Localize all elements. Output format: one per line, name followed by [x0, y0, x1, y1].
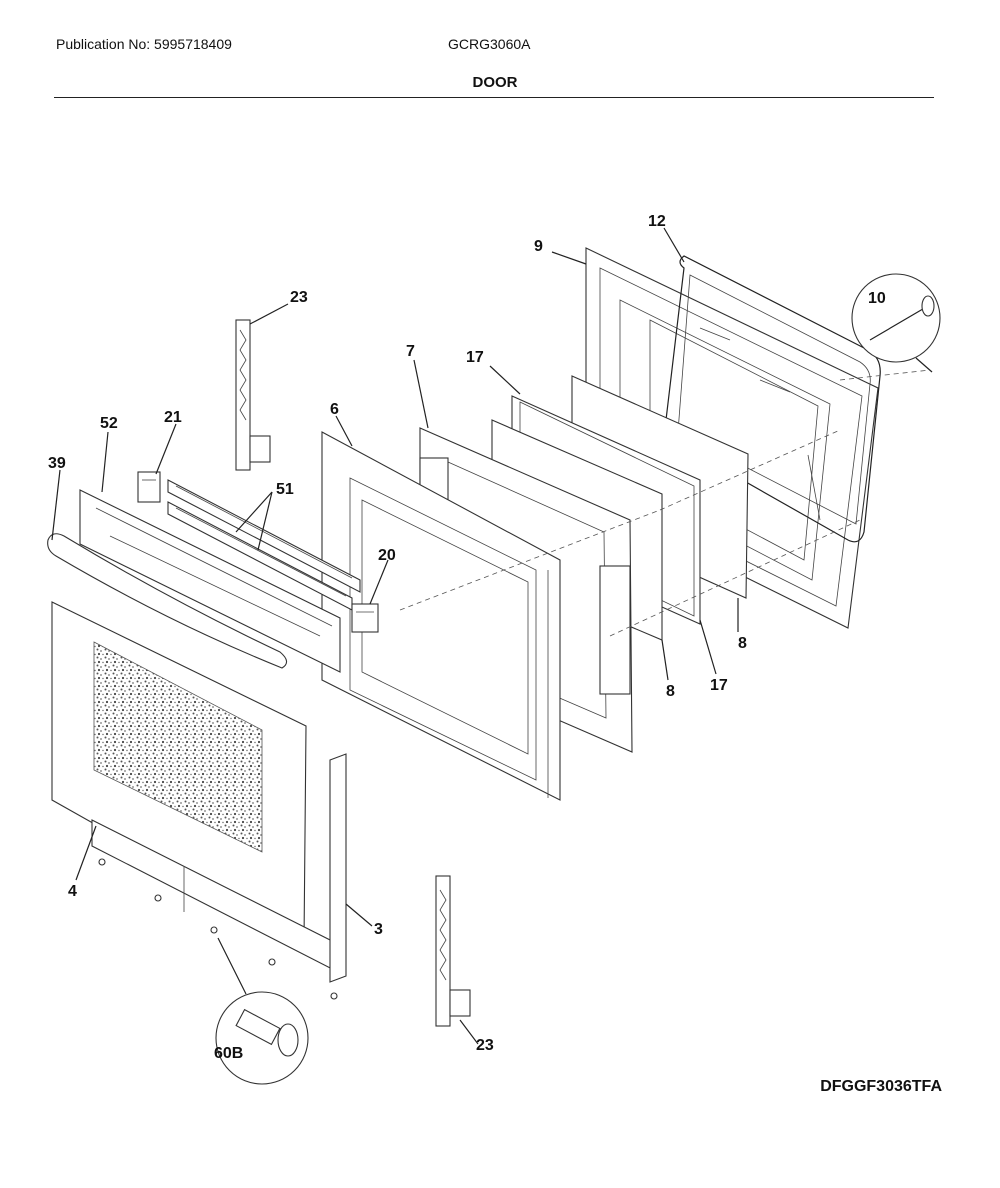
part-60b-inset [215, 937, 309, 1085]
callouts: 12 9 10 23 7 17 6 52 21 39 51 20 8 8 17 … [48, 213, 886, 1062]
callout-3: 3 [374, 921, 383, 938]
callout-17-top: 17 [466, 349, 484, 366]
callout-60b: 60B [214, 1045, 243, 1062]
callout-51: 51 [276, 481, 294, 498]
part-39-handle [47, 533, 288, 669]
callout-8-right: 8 [738, 635, 747, 652]
callout-4: 4 [68, 883, 77, 900]
leader-lines [51, 227, 739, 1045]
part-23-hinge-bottom [435, 875, 471, 1027]
callout-12: 12 [648, 213, 666, 230]
callout-21: 21 [164, 409, 182, 426]
part-10-inset [851, 273, 941, 373]
part-21-clip [137, 471, 161, 503]
callout-8-left: 8 [666, 683, 675, 700]
part-20-clip [351, 603, 379, 633]
model-number: GCRG3060A [448, 36, 531, 52]
callout-10: 10 [868, 290, 886, 307]
callout-7: 7 [406, 343, 415, 360]
header-rule [54, 97, 934, 98]
callout-6: 6 [330, 401, 339, 418]
screws [98, 858, 338, 1000]
callout-52: 52 [100, 415, 118, 432]
callout-17-bottom: 17 [710, 677, 728, 694]
diagram-code: DFGGF3036TFA [820, 1078, 942, 1095]
section-title: DOOR [472, 74, 518, 91]
callout-39: 39 [48, 455, 66, 472]
callout-23-bottom: 23 [476, 1037, 494, 1054]
part-23-hinge-top [235, 319, 271, 471]
part-51-channels [167, 479, 361, 611]
callout-20: 20 [378, 547, 396, 564]
callout-23-top: 23 [290, 289, 308, 306]
callout-9: 9 [534, 238, 543, 255]
publication-number: Publication No: 5995718409 [56, 36, 232, 52]
part-6-inner-panel [321, 431, 561, 801]
part-52-trim [79, 489, 341, 673]
part-3-side-trim [329, 753, 347, 983]
